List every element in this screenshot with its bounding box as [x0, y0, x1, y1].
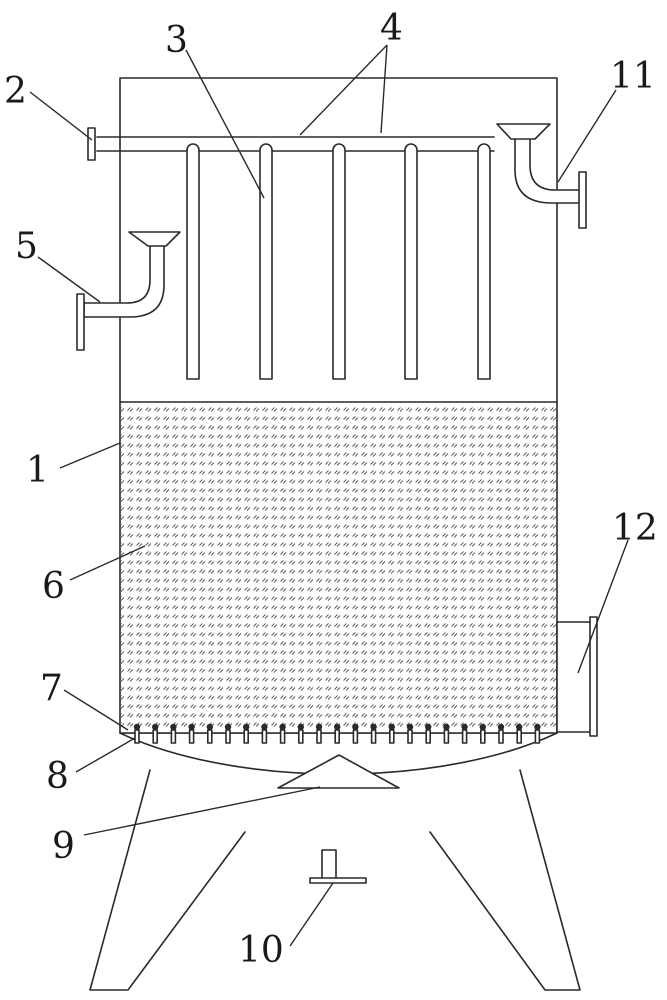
label-4: 4	[380, 8, 403, 49]
nozzle	[315, 723, 323, 744]
nozzle	[461, 723, 468, 744]
nozzle	[206, 723, 213, 744]
nozzle	[406, 723, 414, 744]
label-6: 6	[42, 566, 65, 607]
nozzle	[516, 723, 523, 744]
nozzle	[479, 723, 486, 744]
nozzle	[497, 723, 505, 744]
spray-tube	[259, 143, 273, 380]
nozzle	[352, 723, 359, 744]
right-elbow-outlet	[496, 123, 587, 229]
nozzle	[388, 723, 395, 744]
nozzle	[188, 723, 195, 744]
nozzle	[425, 723, 432, 744]
bottom-outlet-pipe	[309, 849, 367, 884]
leader-lines	[29, 44, 629, 947]
label-3: 3	[165, 20, 188, 61]
label-1: 1	[26, 450, 49, 491]
nozzle	[534, 723, 541, 744]
nozzle	[152, 723, 159, 744]
label-7: 7	[40, 668, 63, 709]
label-10: 10	[238, 930, 284, 971]
spray-tubes	[186, 143, 491, 380]
spray-tube	[332, 143, 346, 380]
callout-labels: 1 2 3 4 5 6 7 8 9 10 11 12	[4, 8, 658, 971]
nozzle	[170, 723, 177, 744]
nozzle-row	[133, 723, 541, 744]
nozzle	[279, 723, 286, 744]
nozzle	[443, 723, 450, 744]
right-side-outlet	[556, 616, 598, 737]
label-8: 8	[46, 756, 69, 797]
nozzle	[370, 723, 377, 744]
spray-tube	[477, 143, 491, 380]
nozzle	[334, 723, 341, 744]
label-12: 12	[612, 508, 658, 549]
nozzle	[261, 723, 268, 744]
left-elbow-inlet	[76, 231, 181, 351]
label-9: 9	[52, 826, 75, 867]
label-2: 2	[4, 71, 27, 112]
cone-distributor	[277, 754, 400, 789]
spray-tube	[186, 143, 200, 380]
nozzle	[297, 723, 304, 744]
spray-tube	[404, 143, 418, 380]
label-11: 11	[610, 56, 656, 97]
nozzle	[133, 723, 141, 744]
header-pipe	[87, 127, 495, 161]
nozzle	[224, 723, 232, 744]
packing-bed	[121, 402, 556, 730]
label-5: 5	[15, 226, 38, 267]
nozzle	[243, 723, 250, 744]
support-legs	[89, 769, 581, 991]
